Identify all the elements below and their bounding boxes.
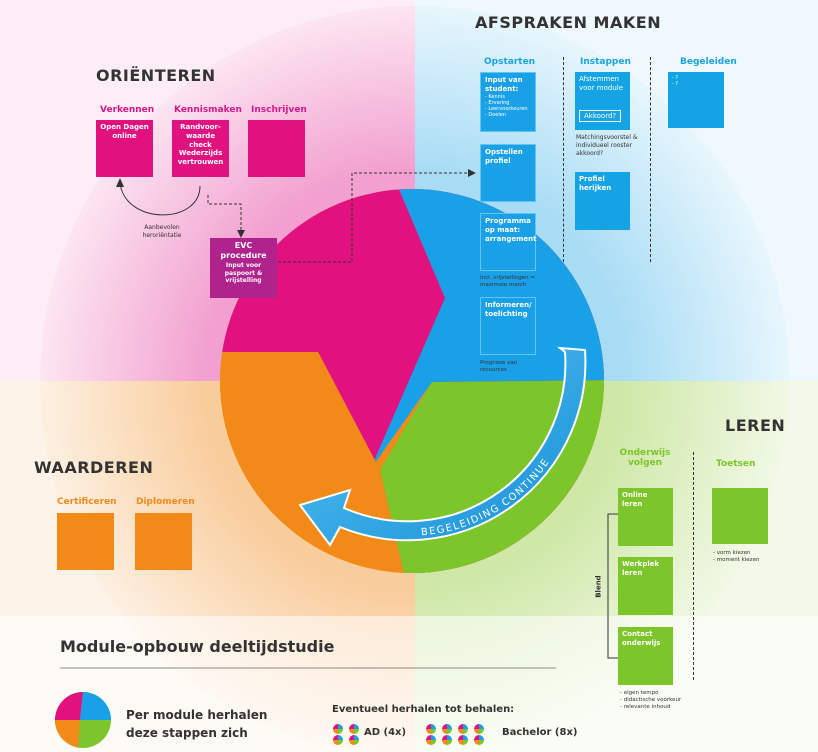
box-certificeren [57, 513, 114, 570]
repeat-pie-icon [349, 724, 359, 734]
divider-leren [693, 452, 694, 680]
bachelor-icons [425, 724, 491, 746]
box-informeren: Informeren/ toelichting [480, 297, 536, 355]
col-onderwijs-volgen: Onderwijs volgen [619, 448, 671, 468]
loop-label: Aanbevolen heroriëntatie [142, 224, 182, 239]
connector-evc [207, 195, 242, 232]
repeat-pie-icon [474, 724, 484, 734]
box-opstellen-profiel: Opstellen profiel [480, 144, 536, 202]
repeat-pie-icon [442, 724, 452, 734]
input-item-doelen: - Doelen [485, 112, 507, 119]
col-diplomeren: Diplomeren [136, 497, 195, 507]
repeat-pie-icon [349, 735, 359, 745]
input-item-kennis: - Kennis [485, 93, 505, 100]
ad-label: AD (4x) [364, 727, 407, 738]
footer-repeat-heading: Eventueel herhalen tot behalen: [332, 704, 515, 715]
input-item-ervaring: - Ervaring [485, 99, 510, 106]
box-begeleiden: - ? - ? [668, 72, 724, 128]
box-online-leren: Online leren [618, 488, 673, 546]
evc-box: EVC procedure Input voor paspoort & vrij… [210, 238, 277, 298]
col-instappen: Instappen [580, 57, 631, 67]
ad-icons [332, 724, 359, 746]
repeat-pie-icon [474, 735, 484, 745]
note-programma: Incl. vrijstellingen = maximale match [480, 275, 535, 289]
evc-title: EVC procedure [220, 241, 267, 260]
col-verkennen: Verkennen [100, 105, 155, 115]
notes-leren: - eigen tempo - didactische voorkeur - r… [620, 690, 682, 711]
input-item-leervoorkeuren: - Leervoorkeuren [485, 106, 528, 112]
blend-bracket [607, 513, 618, 659]
box-diplomeren [135, 513, 192, 570]
col-begeleiden: Begeleiden [680, 57, 737, 67]
divider-2 [650, 57, 651, 262]
repeat-pie-icon [426, 735, 436, 745]
akkoord-badge: Akkoord? [579, 110, 622, 122]
box-programma: Programma op maat: arrangement [480, 213, 536, 271]
col-opstarten: Opstarten [484, 57, 536, 67]
input-title: Input van student: [485, 76, 523, 93]
col-certificeren: Certificeren [57, 497, 117, 507]
footer-repeat-text: Per module herhalen deze stappen zich [126, 708, 268, 740]
box-inschrijven [248, 120, 305, 177]
mini-pie-icon [55, 692, 111, 748]
begeleiding-arrow [298, 346, 587, 547]
box-input-student: Input van student: - Kennis - Ervaring -… [480, 72, 536, 132]
notes-toetsen: - vorm kiezen - moment kiezen [713, 550, 760, 564]
divider-1 [563, 57, 564, 262]
box-randvoorwaarde: Randvoor-waarde check Wederzijds vertrou… [172, 120, 229, 177]
repeat-pie-icon [333, 735, 343, 745]
col-inschrijven: Inschrijven [251, 105, 307, 115]
repeat-pie-icon [426, 724, 436, 734]
note-matching: Matchingsvoorstel & individueel rooster … [576, 134, 638, 157]
repeat-pie-icon [458, 724, 468, 734]
loop-arrow [119, 182, 201, 216]
note-informeren: Prognose van recources [480, 360, 518, 374]
title-waarderen: WAARDEREN [34, 458, 154, 477]
box-profiel-herijken: Profiel herijken [575, 172, 630, 230]
box-toetsen [712, 488, 768, 544]
title-afspraken: AFSPRAKEN MAKEN [475, 13, 662, 32]
col-toetsen: Toetsen [716, 459, 756, 469]
connector-opstarten [278, 172, 470, 263]
title-orienteren: ORIËNTEREN [96, 66, 216, 85]
footer-title: Module-opbouw deeltijdstudie [60, 637, 335, 656]
evc-subtitle: Input voor paspoort & vrijstelling [224, 262, 263, 284]
box-werkplek-leren: Werkplek leren [618, 557, 673, 615]
title-leren: LEREN [725, 416, 786, 435]
bachelor-label: Bachelor (8x) [502, 727, 578, 738]
box-contact-onderwijs: Contact onderwijs [618, 627, 673, 685]
repeat-pie-icon [333, 724, 343, 734]
blend-label: Blend [594, 575, 603, 598]
repeat-pie-icon [442, 735, 452, 745]
repeat-pie-icon [458, 735, 468, 745]
box-open-dagen: Open Dagen online [96, 120, 153, 177]
col-kennismaken: Kennismaken [174, 105, 242, 115]
